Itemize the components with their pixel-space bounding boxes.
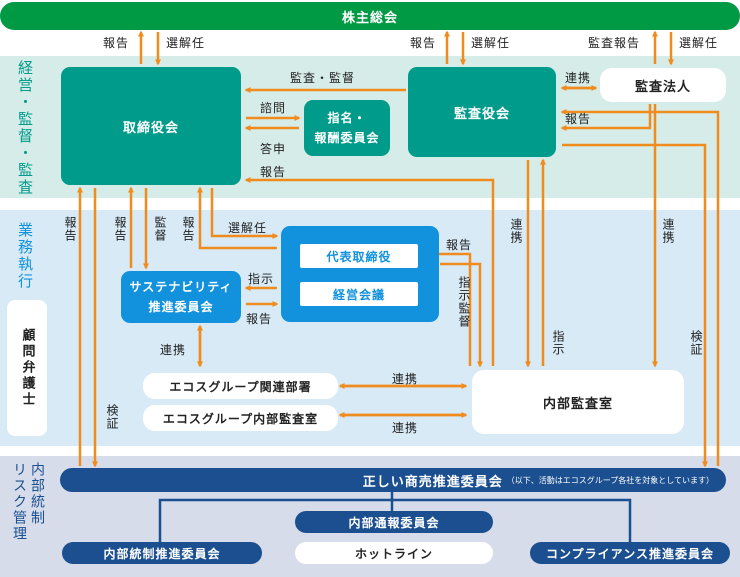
board-of-directors: 取締役会: [61, 67, 241, 185]
section-title-execution: 業務執行: [16, 222, 34, 290]
audit-firm: 監査法人: [600, 68, 726, 102]
label-report-audit-ceo: 報告: [446, 238, 473, 252]
management-meeting: 経営会議: [300, 282, 418, 306]
label-verification-right: 検証: [689, 330, 703, 356]
shareholders-meeting: 株主総会: [0, 2, 740, 30]
label-verification-left: 検証: [105, 404, 119, 430]
representative-director: 代表取締役: [300, 244, 418, 268]
label-report-internal-board: 報告: [260, 165, 287, 179]
label-cooperation-dept: 連携: [392, 372, 419, 386]
section-title-internal: 内部統制 リスク管理: [11, 462, 45, 542]
internal-audit-office: 内部監査室: [472, 370, 684, 434]
label-cooperation-sustain: 連携: [160, 343, 187, 357]
legal-advisor: 顧問弁護士: [7, 300, 47, 436]
label-elect-audit: 選解任: [471, 36, 511, 50]
whistleblower-committee: 内部通報委員会: [295, 511, 493, 533]
label-report-ceo: 報告: [181, 216, 195, 242]
label-report-board: 報告: [103, 36, 130, 50]
group-internal-audit-office: エコスグループ内部監査室: [143, 405, 338, 431]
label-elect-ceo: 選解任: [228, 221, 268, 235]
label-cooperation-firm: 連携: [565, 71, 592, 85]
label-instruction-supervise: 指示監督: [457, 276, 471, 328]
label-cooperation-group-audit: 連携: [392, 421, 419, 435]
label-instruction-sustain: 指示: [248, 272, 275, 286]
label-instruction-audit: 指示: [551, 330, 565, 356]
fair-trade-committee: 正しい商売推進委員会 （以下、活動はエコスグループ各社を対象としています）: [60, 468, 726, 492]
label-supervise: 監督: [153, 216, 167, 242]
audit-board: 監査役会: [408, 67, 556, 157]
label-reply: 答申: [260, 142, 287, 156]
group-related-department: エコスグループ関連部署: [143, 373, 338, 399]
compliance-committee: コンプライアンス推進委員会: [530, 542, 730, 564]
label-cooperation-audit: 連携: [509, 218, 523, 244]
label-report-sustain-ceo: 報告: [246, 312, 273, 326]
label-cooperation-firm-audit: 連携: [661, 218, 675, 244]
label-inquiry: 諮問: [260, 101, 287, 115]
section-title-management: 経営・監督・監査: [16, 60, 34, 196]
label-elect-board: 選解任: [166, 36, 206, 50]
label-report-firm: 報告: [565, 112, 592, 126]
executive-block: [281, 226, 439, 322]
label-report-sustain: 報告: [113, 216, 127, 242]
nomination-committee: 指名・ 報酬委員会: [304, 100, 390, 156]
label-elect-firm: 選解任: [679, 36, 719, 50]
internal-control-committee: 内部統制推進委員会: [62, 542, 262, 564]
label-report-left: 報告: [63, 216, 77, 242]
label-audit-report: 監査報告: [588, 36, 641, 50]
sustainability-committee: サステナビリティ 推進委員会: [121, 271, 241, 323]
fair-trade-committee-label: 正しい商売推進委員会: [362, 474, 503, 490]
label-audit-supervise: 監査・監督: [290, 71, 356, 85]
label-report-audit: 報告: [410, 36, 437, 50]
fair-trade-committee-note: （以下、活動はエコスグループ各社を対象としています）: [506, 475, 714, 485]
hotline: ホットライン: [295, 542, 493, 564]
